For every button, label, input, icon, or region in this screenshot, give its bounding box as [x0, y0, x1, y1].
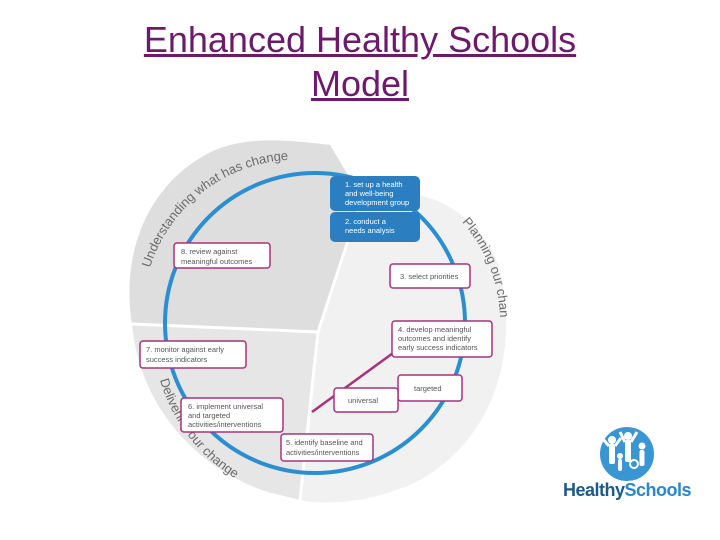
step-1-line: and well-being	[345, 189, 393, 198]
healthy-schools-logo: HealthySchools	[560, 426, 694, 506]
step-4-box: 4. develop meaningful outcomes and ident…	[391, 320, 493, 358]
step-3-text: 3. select priorities	[400, 272, 459, 281]
step-7-box: 7. monitor against early success indicat…	[139, 340, 247, 369]
healthy-schools-wordmark: HealthySchools	[560, 480, 694, 501]
targeted-text: targeted	[414, 384, 442, 393]
step-2-text: 2. conduct a needs analysis	[345, 217, 395, 235]
step-6-box: 6. implement universal and targeted acti…	[180, 397, 284, 433]
step-3-line: 3. select priorities	[400, 272, 459, 281]
step-2-line: needs analysis	[345, 226, 395, 235]
universal-line: universal	[348, 396, 378, 405]
universal-text: universal	[348, 396, 378, 405]
logo-word-healthy: Healthy	[562, 480, 625, 500]
step-6-line: 6. implement universal	[188, 402, 263, 411]
step-5-box: 5. identify baseline and activities/inte…	[280, 433, 374, 462]
step-8-line: 8. review against	[181, 247, 238, 256]
targeted-universal-connector	[311, 346, 401, 414]
logo-word-schools: Schools	[624, 480, 692, 500]
step-4-line: outcomes and identify	[398, 334, 471, 343]
step-4-text: 4. develop meaningful outcomes and ident…	[398, 325, 478, 352]
step-8-line: meaningful outcomes	[181, 257, 253, 266]
step-6-line: activities/interventions	[188, 420, 262, 429]
step-5-text: 5. identify baseline and activities/inte…	[286, 438, 365, 457]
step-2-box: 2. conduct a needs analysis	[330, 212, 420, 242]
targeted-line: targeted	[414, 384, 442, 393]
step-8-text: 8. review against meaningful outcomes	[181, 247, 253, 266]
step-7-line: success indicators	[146, 355, 208, 364]
step-1-box: 1. set up a health and well-being develo…	[330, 176, 420, 211]
step-3-box: 3. select priorities	[389, 263, 471, 289]
step-7-text: 7. monitor against early success indicat…	[146, 345, 226, 364]
step-6-text: 6. implement universal and targeted acti…	[188, 402, 265, 429]
page-title: Enhanced Healthy Schools Model	[0, 18, 720, 106]
step-5-line: activities/interventions	[286, 448, 360, 457]
step-6-line: and targeted	[188, 411, 230, 420]
sector-understanding	[129, 140, 362, 332]
step-1-line: 1. set up a health	[345, 180, 403, 189]
step-1-line: development group	[345, 198, 409, 207]
step-7-line: 7. monitor against early	[146, 345, 224, 354]
page-title-line1: Enhanced Healthy Schools	[143, 19, 577, 60]
step-5-line: 5. identify baseline and	[286, 438, 363, 447]
sector-divider	[131, 322, 319, 334]
targeted-box: targeted	[397, 374, 463, 402]
page-title-line2: Model	[310, 63, 410, 104]
step-4-line: early success indicators	[398, 343, 478, 352]
step-4-line: 4. develop meaningful	[398, 325, 472, 334]
step-2-line: 2. conduct a	[345, 217, 387, 226]
step-1-text: 1. set up a health and well-being develo…	[345, 180, 409, 207]
step-8-box: 8. review against meaningful outcomes	[173, 242, 271, 269]
universal-box: universal	[333, 387, 399, 413]
healthy-schools-people-icon	[600, 427, 654, 481]
